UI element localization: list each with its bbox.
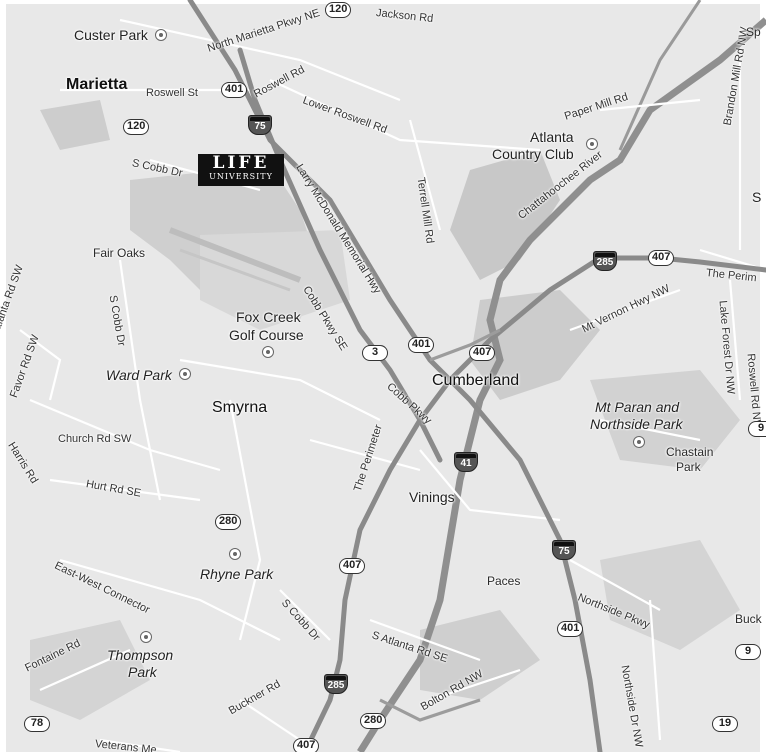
logo-line2: UNIVERSITY [209, 172, 273, 181]
edge-label-s: S [752, 189, 762, 205]
mt-paran-label-line1: Mt Paran and [595, 399, 680, 415]
marietta-label: Marietta [66, 76, 128, 93]
route-shield-407: 407 [293, 738, 320, 752]
route-shield-19: 19 [712, 716, 738, 732]
route-shield-280: 280 [360, 713, 387, 729]
chastain-label-line1: Chastain [666, 445, 714, 459]
route-shield-78: 78 [24, 716, 50, 732]
chastain-label-line2: Park [676, 460, 701, 474]
vinings-label: Vinings [409, 489, 455, 505]
atlanta-cc-label-line1: Atlanta [530, 129, 574, 145]
route-shield-401: 401 [557, 621, 584, 637]
cumberland-label: Cumberland [432, 372, 520, 389]
route-shield-9: 9 [748, 421, 766, 437]
park-marker-icon [229, 548, 241, 560]
route-shield-120: 120 [325, 2, 352, 18]
life-university-logo: LIFE UNIVERSITY [198, 154, 284, 186]
route-shield-280: 280 [215, 514, 242, 530]
park-marker-icon [179, 368, 191, 380]
route-shield-9: 9 [735, 644, 761, 660]
thompson-park-label-line2: Park [128, 664, 157, 680]
park-marker-icon [140, 631, 152, 643]
interstate-shield-75: 75 [248, 115, 272, 135]
custer-park-label: Custer Park [74, 27, 148, 43]
fox-creek-label-line1: Fox Creek [236, 309, 301, 325]
us-shield-41: 41 [454, 452, 478, 472]
edge-label-sp: Sp [746, 25, 761, 39]
route-shield-401: 401 [408, 337, 435, 353]
route-shield-3: 3 [362, 345, 388, 361]
interstate-shield-285: 285 [593, 251, 617, 271]
route-shield-120: 120 [123, 119, 150, 135]
park-marker-icon [155, 29, 167, 41]
golf-marker-icon [262, 346, 274, 358]
interstate-shield-285: 285 [324, 674, 348, 694]
buck-label: Buck [735, 612, 762, 626]
route-shield-407: 407 [339, 558, 366, 574]
route-shield-407: 407 [648, 250, 675, 266]
fox-creek-label-line2: Golf Course [229, 327, 304, 343]
interstate-shield-75: 75 [552, 540, 576, 560]
paces-label: Paces [487, 574, 521, 588]
ward-park-label: Ward Park [106, 367, 172, 383]
mt-paran-label-line2: Northside Park [590, 416, 683, 432]
thompson-park-label-line1: Thompson [107, 647, 174, 663]
golf-marker-icon [586, 138, 598, 150]
smyrna-label: Smyrna [212, 399, 268, 416]
fair-oaks-label: Fair Oaks [93, 246, 146, 260]
route-shield-407: 407 [469, 345, 496, 361]
route-shield-401: 401 [221, 82, 248, 98]
atlanta-cc-label-line2: Country Club [492, 146, 574, 162]
logo-line1: LIFE [212, 153, 270, 173]
road-label-roswell-st: Roswell St [146, 87, 198, 99]
road-label-church-rd: Church Rd SW [58, 433, 132, 445]
rhyne-park-label: Rhyne Park [200, 566, 274, 582]
park-marker-icon [633, 436, 645, 448]
